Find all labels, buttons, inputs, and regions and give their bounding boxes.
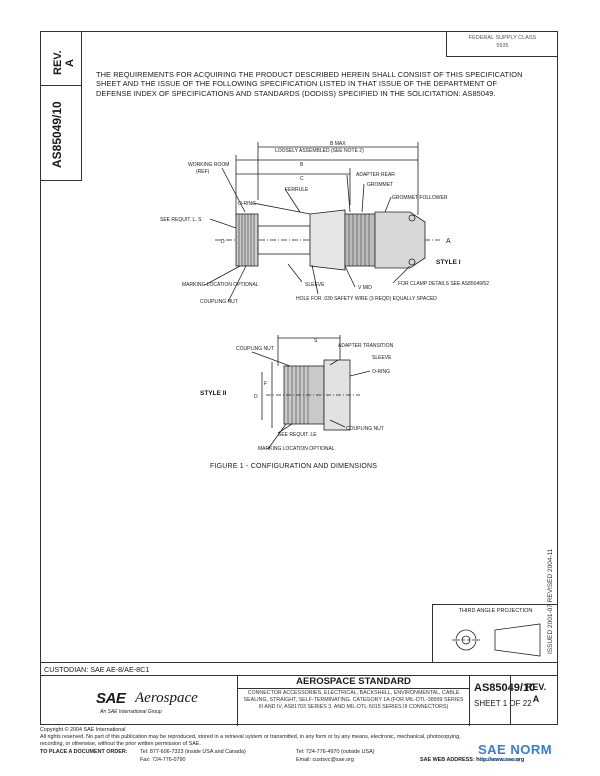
style2-marking-label: MARKING LOCATION OPTIONAL xyxy=(258,446,335,452)
safety-wire-hole-label: HOLE FOR .030 SAFETY WIRE (3 REQD) EQUAL… xyxy=(296,296,437,302)
style2-sleeve-label: SLEEVE xyxy=(372,355,392,361)
rev-separator xyxy=(510,675,511,725)
axis-a-label: A xyxy=(446,238,451,245)
sae-tagline: An SAE International Group xyxy=(100,709,162,715)
style1-label: STYLE I xyxy=(436,259,461,266)
style2-dim-d-label: D xyxy=(254,394,258,400)
dim-b-label: B xyxy=(300,162,304,168)
third-angle-projection-box: THIRD ANGLE PROJECTION xyxy=(432,604,558,662)
standard-title-cell: AEROSPACE STANDARD CONNECTOR ACCESSORIES… xyxy=(238,676,470,726)
federal-supply-value: 5935 xyxy=(496,43,509,49)
order-label: TO PLACE A DOCUMENT ORDER: xyxy=(40,749,128,755)
adapter-transition-label: ADAPTER TRANSITION xyxy=(338,343,394,349)
style2-label: STYLE II xyxy=(200,390,227,397)
standard-title: AEROSPACE STANDARD xyxy=(238,676,469,689)
title-rev-cell: REV. A xyxy=(514,681,558,705)
working-room-ref-label: (REF) xyxy=(196,169,210,175)
sheet-number: SHEET 1 OF 22 xyxy=(474,699,532,708)
dim-d-label: D xyxy=(221,239,225,245)
working-room-label: WORKING ROOM xyxy=(188,162,229,168)
coupling-nut-label: COUPLING NUT xyxy=(200,299,238,305)
grommet-follower-label: GROMMET FOLLOWER xyxy=(392,195,448,201)
style2-coupling-nut-label: COUPLING NUT xyxy=(236,346,274,352)
watermark-brand: SAE NORM xyxy=(478,742,553,757)
style2-dim-s-label: S xyxy=(314,338,318,344)
sae-norm-watermark: SAE NORM www.sae-norm.org xyxy=(478,742,552,763)
watermark-sub: www.sae-norm.org xyxy=(478,757,520,763)
sae-logo-cell: SAE Aerospace An SAE International Group xyxy=(40,676,238,726)
standard-subtitle: CONNECTOR ACCESSORIES, ELECTRICAL, BACKS… xyxy=(243,690,464,710)
requirements-paragraph: THE REQUIREMENTS FOR ACQUIRING THE PRODU… xyxy=(96,70,523,98)
dim-loosely-label: LOOSELY ASSEMBLED (SEE NOTE 2) xyxy=(275,148,364,154)
title-rev-label: REV. xyxy=(525,682,547,692)
federal-supply-label: FEDERAL SUPPLY CLASS xyxy=(468,35,537,41)
email-line: Email: custsvc@sae.org xyxy=(296,757,354,763)
rights-line: All rights reserved. No part of this pub… xyxy=(40,734,461,740)
style2-oring-label: O-RING xyxy=(372,369,390,375)
third-angle-label: THIRD ANGLE PROJECTION xyxy=(458,608,533,614)
sleeve-label: SLEEVE xyxy=(305,282,325,288)
adapter-rear-label: ADAPTER REAR xyxy=(356,172,395,178)
rev-box: REV. A xyxy=(40,31,82,86)
doc-number: AS85049/10 xyxy=(474,682,536,694)
grommet-label: GROMMET xyxy=(367,182,393,188)
copyright-line: Copyright © 2004 SAE International xyxy=(40,727,126,733)
custodian-row: CUSTODIAN: SAE AE-8/AE-8C1 xyxy=(40,662,558,675)
v-mid-label: V MID xyxy=(358,285,372,291)
oring-label: O-RING xyxy=(238,201,256,207)
sae-logo-wordmark: SAE xyxy=(96,690,126,707)
style2-see-req-label: SEE REQUIT. LE xyxy=(278,432,317,438)
marking-location-label: MARKING LOCATION OPTIONAL xyxy=(182,282,259,288)
title-rev-value: A xyxy=(532,694,540,704)
tel-inside: Tel: 877-606-7323 (inside USA and Canada… xyxy=(140,749,246,755)
page-frame xyxy=(40,31,558,725)
left-id-column xyxy=(40,31,82,181)
figure-caption: FIGURE 1 - CONFIGURATION AND DIMENSIONS xyxy=(210,463,378,470)
doc-number-cell: AS85049/10 SHEET 1 OF 22 xyxy=(470,676,556,726)
dim-c-label: C xyxy=(300,176,304,182)
federal-supply-box: FEDERAL SUPPLY CLASS 5935 xyxy=(446,31,558,57)
rights-line-2: recording, or otherwise, without the pri… xyxy=(40,741,201,747)
fax-line: Fax: 724-776-0790 xyxy=(140,757,186,763)
style2-dim-f-label: F xyxy=(264,381,267,387)
tel-outside: Tel: 724-776-4970 (outside USA) xyxy=(296,749,375,755)
clamp-details-label: FOR CLAMP DETAILS SEE AS85049/52 xyxy=(398,281,489,287)
see-req-label: SEE REQUIT. L, S xyxy=(160,217,202,223)
style2-coupling-nut2-label: COUPLING NUT xyxy=(346,426,384,432)
dim-bmax-label: B MAX xyxy=(330,141,346,147)
aerospace-logo-wordmark: Aerospace xyxy=(135,690,198,706)
web-address-link[interactable]: SAE WEB ADDRESS: http://www.sae.org xyxy=(420,757,525,763)
ferrule-label: FERRULE xyxy=(285,187,309,193)
title-block: SAE Aerospace An SAE International Group… xyxy=(40,675,558,726)
